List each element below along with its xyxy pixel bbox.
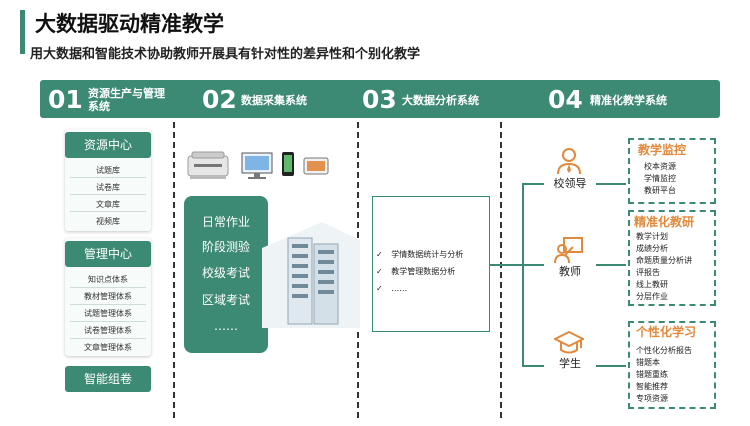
collection-item: 校级考试 <box>201 266 250 280</box>
management-center-item: 知识点体系 <box>88 275 128 284</box>
student-icon <box>554 330 584 354</box>
check-icon: ✓ <box>376 284 383 293</box>
teacher-icon <box>554 237 583 264</box>
item-divider <box>70 321 146 322</box>
collection-item: 区域考试 <box>201 293 250 307</box>
resource-center-item: 视频库 <box>96 217 120 226</box>
data-collection-devices <box>187 151 329 179</box>
item-divider <box>70 304 146 305</box>
item-divider <box>70 211 146 212</box>
check-icon: ✓ <box>376 267 383 276</box>
teaching-monitor-title: 教学监控 <box>638 143 687 157</box>
precise-research-item: 教学计划 <box>636 232 668 241</box>
precise-research-title: 精准化教研 <box>634 215 695 229</box>
personal-learning-title: 个性化学习 <box>636 325 697 339</box>
monitor-icon <box>241 152 273 179</box>
management-center-title: 管理中心 <box>65 241 151 267</box>
connector-line <box>596 183 626 185</box>
personal-learning-box <box>628 321 716 409</box>
column-2-number: 02 <box>202 85 237 114</box>
resource-center-title: 资源中心 <box>65 132 151 158</box>
column-1-label: 资源生产与管理 系统 <box>88 87 165 113</box>
connector-line <box>596 264 626 266</box>
title-accent-bar <box>20 10 25 54</box>
teaching-monitor-box <box>628 138 716 204</box>
collection-item: …… <box>214 319 238 333</box>
role-student: 学生 <box>559 357 581 370</box>
item-divider <box>70 177 146 178</box>
role-leader: 校领导 <box>553 177 587 190</box>
connector-line <box>490 264 522 266</box>
tablet-icon <box>303 157 329 175</box>
precise-research-item: 成绩分析 <box>636 244 668 253</box>
teaching-monitor-item: 教研平台 <box>644 186 676 195</box>
column-1-label-line1: 资源生产与管理 <box>88 87 165 100</box>
resource-center-item: 文章库 <box>96 200 120 209</box>
column-3-number: 03 <box>362 85 397 114</box>
phone-icon <box>282 152 294 176</box>
analysis-item: ✓ 学情数据统计与分析 <box>376 250 463 260</box>
personal-learning-item: 智能推荐 <box>636 382 668 391</box>
analysis-item: ✓ 教学管理数据分析 <box>376 267 455 277</box>
item-divider <box>70 338 146 339</box>
resource-center-item: 试卷库 <box>96 183 120 192</box>
column-1-number: 01 <box>48 85 83 114</box>
analysis-box <box>372 196 490 332</box>
column-divider-1 <box>173 122 175 418</box>
page-title: 大数据驱动精准教学 <box>35 12 224 36</box>
column-1-label-line2: 系统 <box>88 100 110 113</box>
personal-learning-item: 错题本 <box>636 358 660 367</box>
collection-item: 日常作业 <box>201 215 250 229</box>
personal-learning-item: 专项资源 <box>636 394 668 403</box>
server-icon <box>262 222 360 328</box>
management-center-item: 教材管理体系 <box>84 292 132 301</box>
system-header-bar <box>40 80 720 118</box>
role-teacher: 教师 <box>559 265 581 278</box>
analysis-item-text: 教学管理数据分析 <box>391 267 456 276</box>
resource-center-item: 试题库 <box>96 166 120 175</box>
analysis-item: ✓ …… <box>376 284 407 294</box>
connector-line <box>522 183 524 366</box>
page-subtitle: 用大数据和智能技术协助教师开展具有针对性的差异性和个别化教学 <box>30 47 421 62</box>
column-4-number: 04 <box>548 85 583 114</box>
personal-learning-item: 个性化分析报告 <box>636 346 692 355</box>
smart-paper-button[interactable]: 智能组卷 <box>65 366 151 392</box>
column-4-label: 精准化教学系统 <box>590 94 667 107</box>
column-divider-3 <box>500 122 502 418</box>
collection-item: 阶段测验 <box>201 240 250 254</box>
precise-research-item: 分层作业 <box>636 292 668 301</box>
analysis-item-text: …… <box>391 284 408 293</box>
precise-research-item: 线上教研 <box>636 280 668 289</box>
connector-line <box>522 365 544 367</box>
scanner-icon <box>187 151 229 179</box>
leader-icon <box>557 148 581 175</box>
management-center-item: 文章管理体系 <box>84 343 132 352</box>
connector-line <box>522 264 544 266</box>
teaching-monitor-item: 校本资源 <box>644 162 676 171</box>
precise-research-item: 评报告 <box>636 268 660 277</box>
management-center-item: 试卷管理体系 <box>84 326 132 335</box>
check-icon: ✓ <box>376 250 383 259</box>
column-2-label: 数据采集系统 <box>241 94 307 107</box>
teaching-monitor-item: 学情监控 <box>644 174 676 183</box>
item-divider <box>70 194 146 195</box>
personal-learning-item: 错题重练 <box>636 370 668 379</box>
connector-line <box>596 365 626 367</box>
item-divider <box>70 287 146 288</box>
management-center-item: 试题管理体系 <box>84 309 132 318</box>
precise-research-item: 命题质量分析讲 <box>636 256 692 265</box>
precise-research-box <box>628 210 716 306</box>
collection-panel <box>184 196 268 353</box>
connector-line <box>522 183 544 185</box>
column-3-label: 大数据分析系统 <box>402 94 479 107</box>
analysis-item-text: 学情数据统计与分析 <box>391 250 464 259</box>
